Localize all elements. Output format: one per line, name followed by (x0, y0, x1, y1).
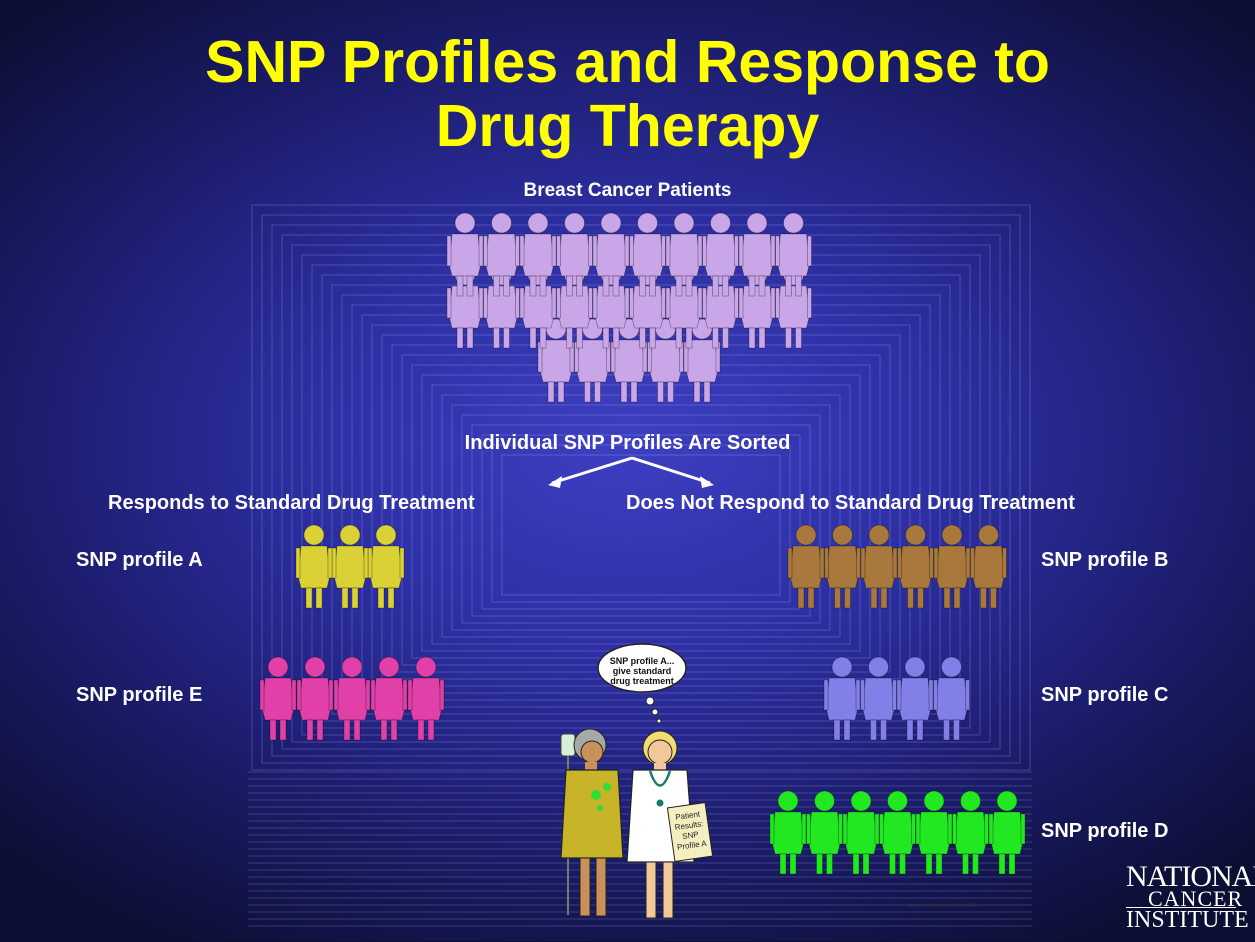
profile-a-figure (331, 524, 369, 609)
patient-figure (446, 212, 484, 297)
profile-b-figure (860, 524, 898, 609)
patient-figure (519, 264, 557, 349)
patient-figure (592, 212, 630, 297)
patient-figure (775, 264, 812, 349)
responds-label: Responds to Standard Drug Treatment (108, 492, 475, 514)
background-frame (441, 394, 841, 638)
clipboard-line1: Patient (675, 809, 702, 821)
profile-c-figure (896, 656, 934, 741)
patient-figure (665, 212, 703, 297)
profile-b-figure (787, 524, 825, 609)
doctor-patient-scene: SNP profile A... give standard drug trea… (560, 643, 714, 919)
sorted-label: Individual SNP Profiles Are Sorted (464, 432, 791, 454)
patient-figure (738, 264, 776, 349)
sort-arrows (548, 456, 714, 488)
profile-e-figure (296, 656, 334, 741)
background-frame (491, 444, 791, 603)
patients-label: Breast Cancer Patients (523, 180, 732, 201)
profile-c-label: SNP profile C (1041, 684, 1169, 706)
clipboard-line4: Profile A (676, 839, 707, 852)
profile-e-figure (370, 656, 408, 741)
profile-d-figure (769, 790, 807, 875)
profile-b-figure (933, 524, 971, 609)
profile-a-figure (367, 524, 405, 609)
logo-line3: INSTITUTE (1126, 907, 1249, 933)
slide-title-line1: SNP Profiles and Response to (205, 29, 1050, 95)
patient-figure (574, 318, 611, 403)
slide-title-line2: Drug Therapy (435, 93, 820, 159)
profile-b-figure (897, 524, 934, 609)
profile-d-figure (988, 790, 1026, 875)
profile-d-figure (879, 790, 916, 875)
patient-figure (483, 264, 520, 349)
patient-figure (738, 212, 776, 297)
profile-e-figure (259, 656, 297, 741)
patient-figure (629, 212, 666, 297)
profile-d-figure (952, 790, 989, 875)
background-frame (481, 434, 801, 610)
clipboard-line2: Results: (674, 819, 704, 832)
thought-line1: SNP profile A... (610, 656, 675, 666)
patient-figure (702, 212, 739, 297)
profile-b-figure (824, 524, 861, 609)
not-responds-label: Does Not Respond to Standard Drug Treatm… (626, 492, 1075, 514)
profile-c-figure (933, 656, 970, 741)
profile-c-figure (823, 656, 861, 741)
patient-figure (519, 212, 557, 297)
patient-figure (775, 212, 812, 297)
profile-d-figure (915, 790, 953, 875)
thought-line2: give standard (613, 666, 672, 676)
nci-logo: NATIONAL CANCER INSTITUTE (1126, 860, 1255, 942)
background-frame (471, 424, 811, 617)
artwork-credit: Artwork by Jeanne Kelly © 2002 (908, 903, 980, 909)
profile-d-label: SNP profile D (1041, 820, 1169, 842)
profile-c-figure (860, 656, 897, 741)
profile-b-figure (970, 524, 1007, 609)
profile-e-figure (333, 656, 371, 741)
patient-figure (556, 212, 593, 297)
logo-line2: CANCER (1148, 886, 1244, 911)
profile-a-label: SNP profile A (76, 549, 203, 571)
profile-a-figure (295, 524, 333, 609)
logo-line1: NATIONAL (1126, 860, 1255, 893)
patient-figure (537, 318, 575, 403)
patient-figure (446, 264, 484, 349)
thought-line3: drug treatment (610, 676, 674, 686)
profile-e-figure (407, 656, 445, 741)
clipboard-line3: SNP (682, 830, 700, 841)
background-frame (451, 404, 831, 631)
profile-e-label: SNP profile E (76, 684, 203, 706)
profile-d-figure (842, 790, 880, 875)
profile-b-label: SNP profile B (1041, 549, 1169, 571)
background-frame (501, 454, 781, 596)
profile-d-figure (806, 790, 843, 875)
patient-figure (483, 212, 520, 297)
background-frame (261, 214, 1021, 764)
background-frame (461, 414, 821, 624)
